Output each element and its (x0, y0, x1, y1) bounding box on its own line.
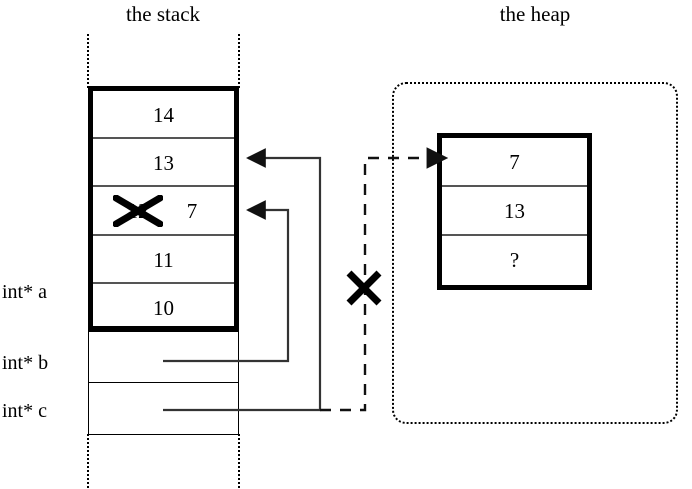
x-strike-icon (113, 195, 163, 228)
stack-guide-line-left-top (87, 34, 89, 88)
stack-guide-line-left-bottom (87, 434, 89, 488)
heap-title: the heap (499, 2, 571, 26)
variable-label-b: int* b (2, 352, 49, 374)
stack-local-cell-b (89, 332, 238, 383)
stack-guide-line-right-bottom (238, 434, 240, 488)
variable-label-c: int* c (2, 400, 47, 422)
stack-cell-3: 11 (93, 236, 234, 284)
stack-frame-block: 14 13 12 7 11 10 (88, 86, 239, 331)
heap-cell-0: 7 (442, 138, 587, 187)
stack-local-cell-c (89, 383, 238, 434)
heap-cell-2: ? (509, 248, 520, 272)
heap-block: 7 13 ? (437, 133, 592, 290)
stack-cell-2: 12 7 (93, 187, 234, 236)
stack-cell-4: 10 (153, 295, 174, 320)
heap-cell-1: 13 (442, 187, 587, 236)
stack-cell-0: 14 (93, 91, 234, 140)
stack-guide-line-right-top (238, 34, 240, 88)
variable-label-a: int* a (2, 281, 47, 303)
stack-locals-block (88, 331, 239, 435)
stack-title: the stack (125, 2, 201, 26)
stack-cell-2-old-value: 12 (107, 187, 169, 235)
x-invalid-icon (346, 270, 382, 306)
stack-cell-2-new-value: 7 (186, 199, 198, 224)
stack-cell-1: 13 (93, 139, 234, 188)
